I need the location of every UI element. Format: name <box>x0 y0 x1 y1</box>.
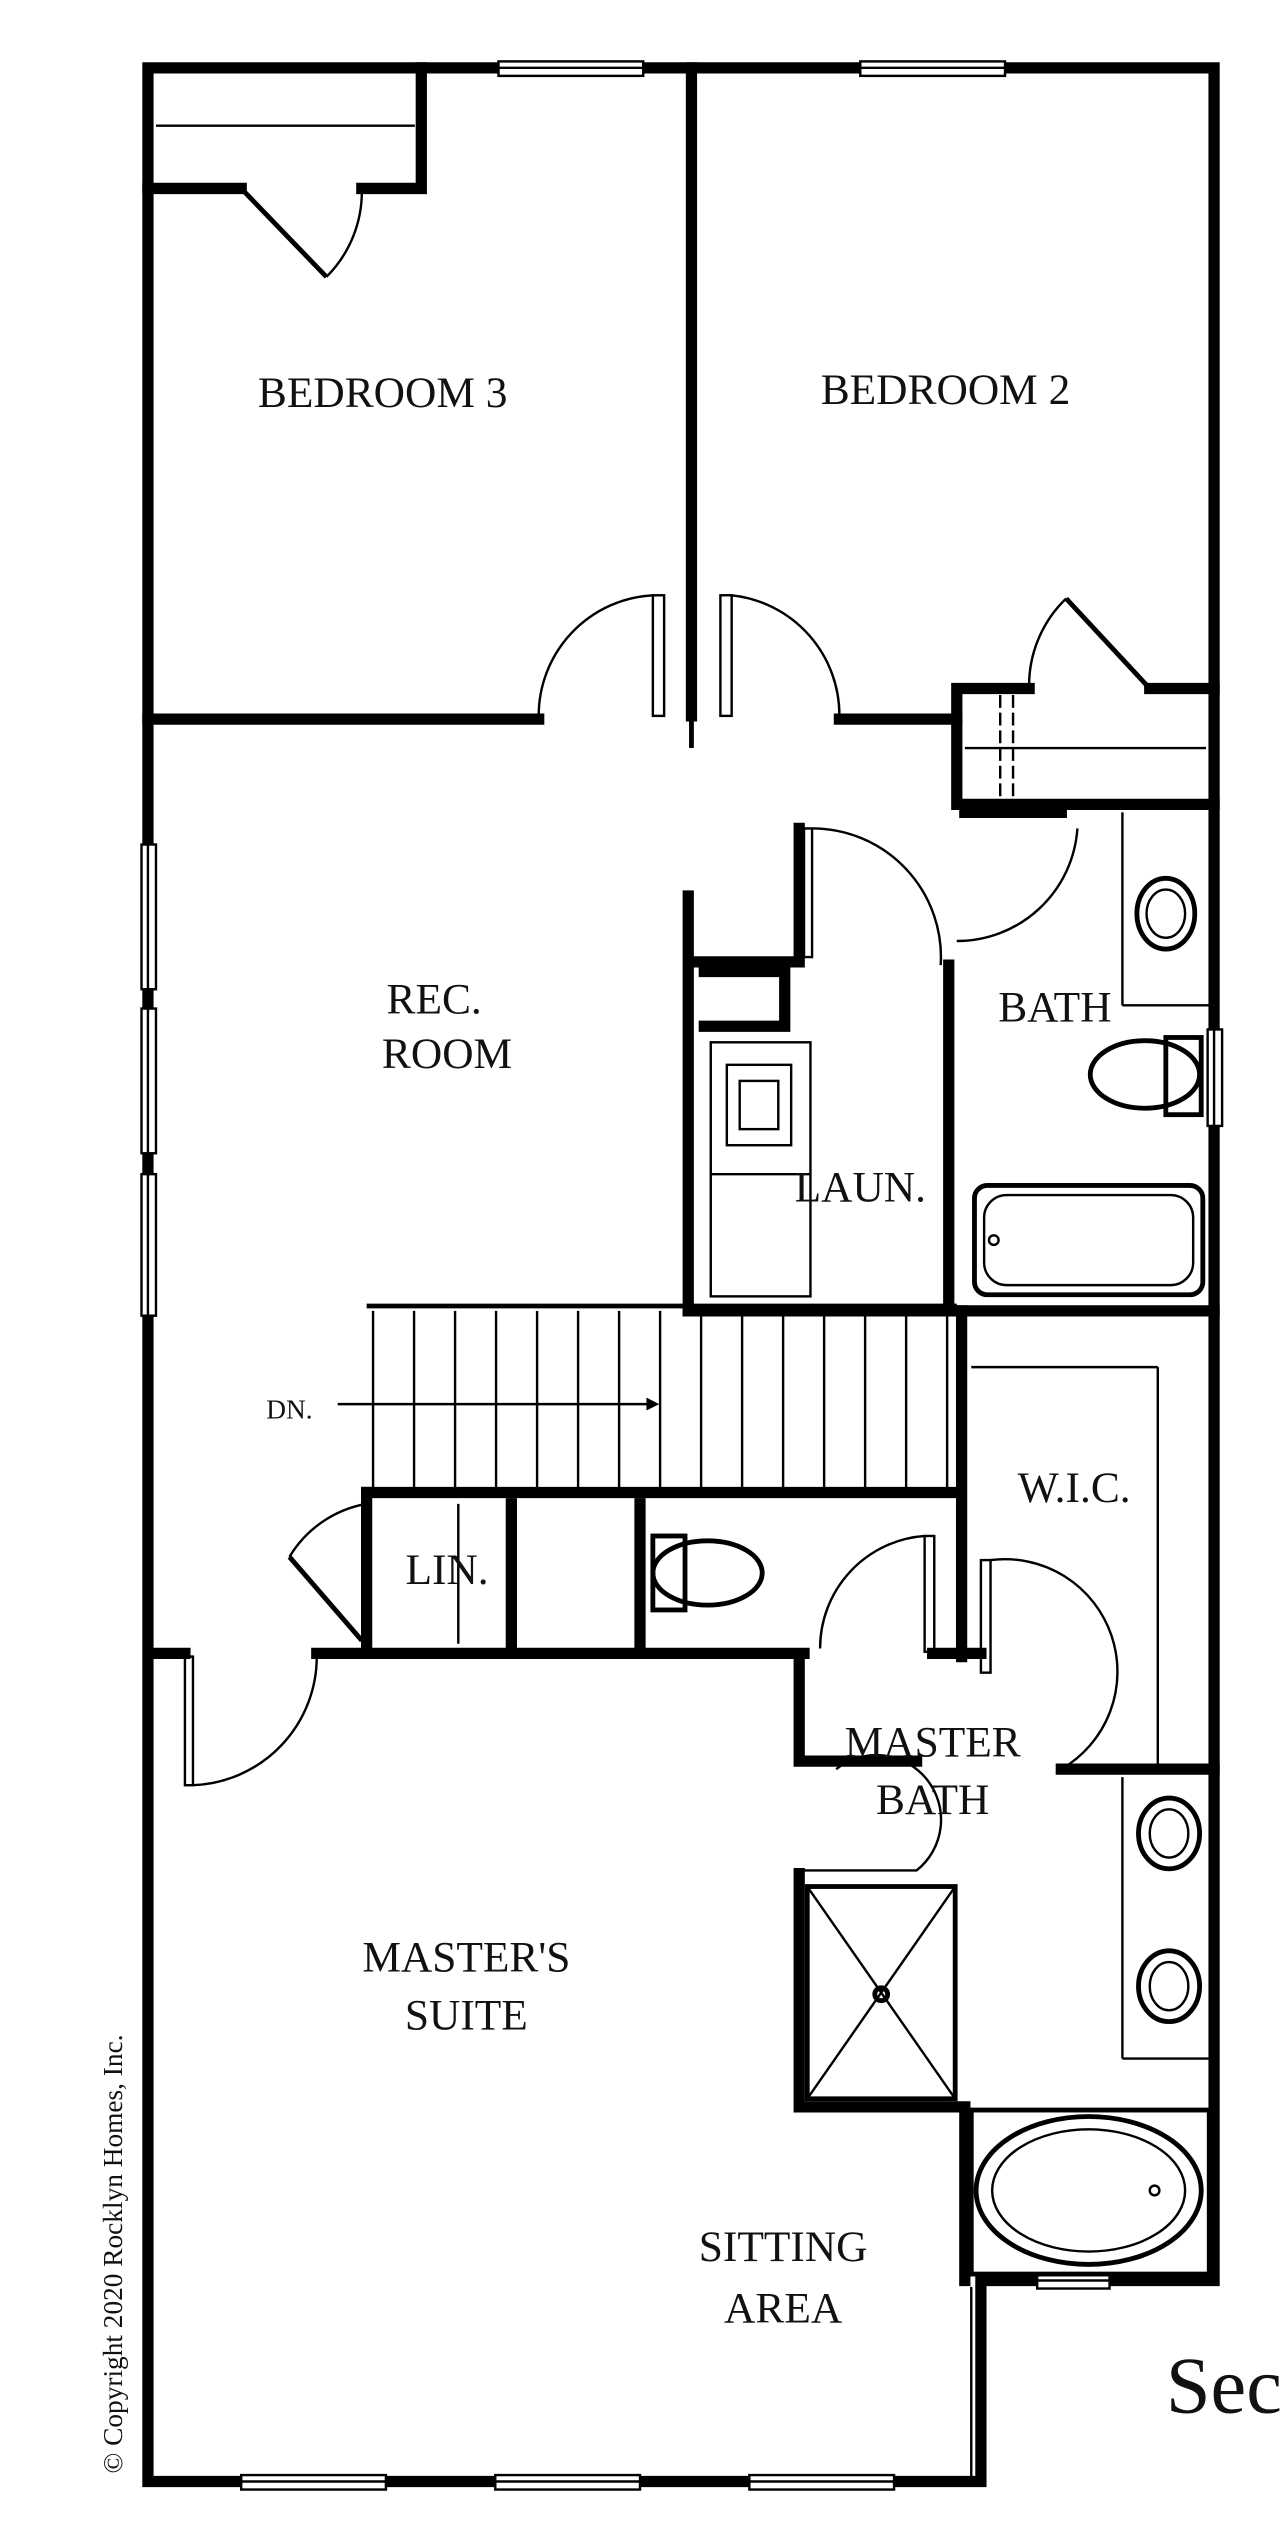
label-masters-suite-1: MASTER'S <box>362 1934 570 1982</box>
label-master-bath-1: MASTER <box>845 1718 1021 1766</box>
label-stairs-down: DN. <box>266 1395 312 1425</box>
vanity-sink-2 <box>1136 1948 1203 2025</box>
doors <box>183 186 1152 1872</box>
bath-sink <box>1134 875 1198 952</box>
windows <box>140 60 1224 2491</box>
label-sitting-area-1: SITTING <box>699 2223 868 2271</box>
bath-toilet <box>1087 1038 1203 1111</box>
floor-title: Sec <box>1166 2341 1280 2430</box>
room-labels: BEDROOM 3 BEDROOM 2 REC. ROOM BATH LAUN.… <box>258 366 1131 2332</box>
label-laundry: LAUN. <box>795 1164 926 1212</box>
label-sitting-area-2: AREA <box>724 2284 843 2332</box>
interior-walls <box>142 62 1220 2287</box>
label-rec-room-2: ROOM <box>382 1030 512 1078</box>
label-bedroom-3: BEDROOM 3 <box>258 369 508 417</box>
label-wic: W.I.C. <box>1018 1464 1131 1512</box>
fixtures <box>650 875 1212 2277</box>
master-tub <box>968 2107 1212 2277</box>
wc-toilet <box>650 1538 765 1608</box>
vanity-sink-1 <box>1136 1795 1203 1872</box>
label-bath: BATH <box>998 983 1111 1031</box>
exterior-walls <box>142 62 1220 2488</box>
stair-treads <box>371 1310 949 1488</box>
label-master-bath-2: BATH <box>876 1776 989 1824</box>
copyright-notice: © Copyright 2020 Rocklyn Homes, Inc. <box>98 2034 128 2473</box>
label-linen: LIN. <box>405 1546 488 1594</box>
bath-tub <box>972 1183 1206 1298</box>
label-masters-suite-2: SUITE <box>405 1992 528 2040</box>
stairs-arrow <box>337 1397 660 1411</box>
label-bedroom-2: BEDROOM 2 <box>821 366 1071 414</box>
label-rec-room-1: REC. <box>387 975 482 1023</box>
